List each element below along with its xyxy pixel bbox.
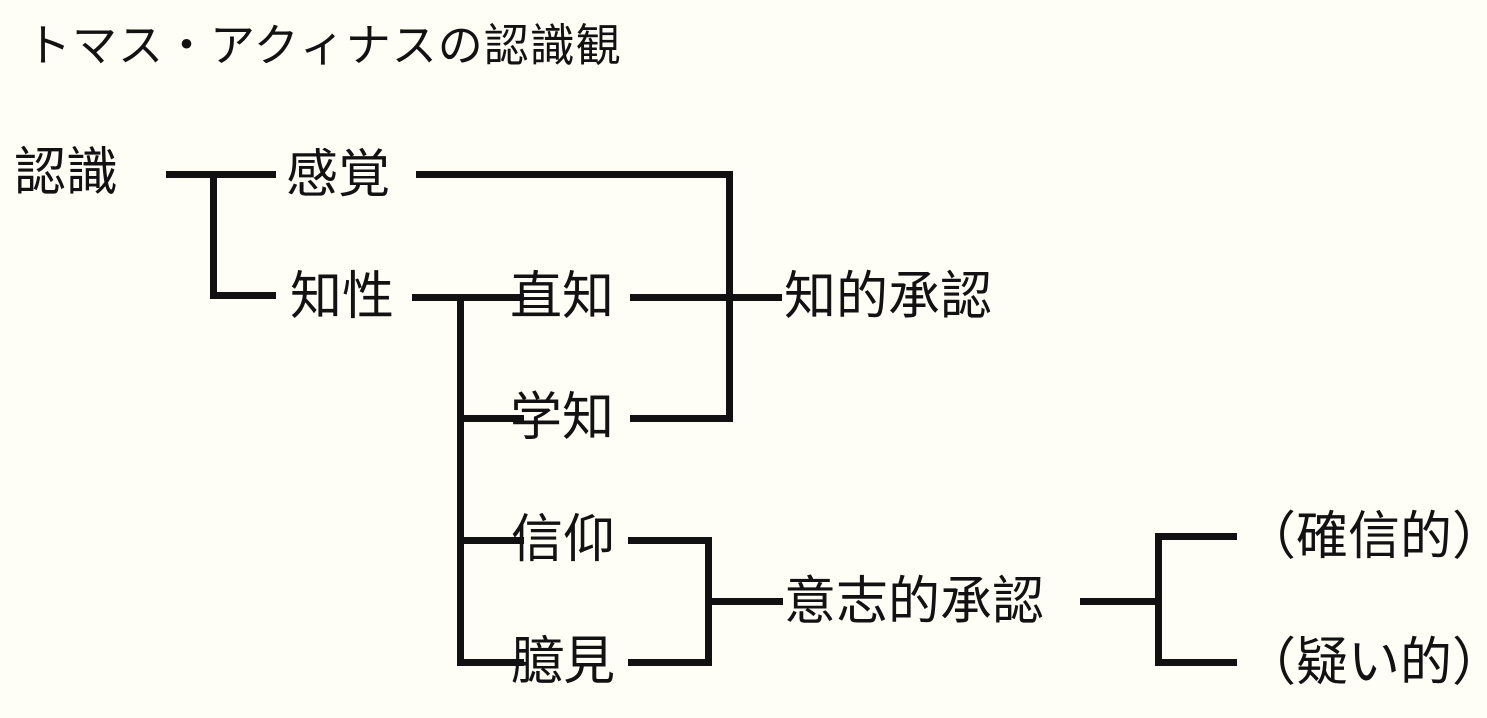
edge-chisei-spine (457, 294, 464, 666)
node-gakuchi: 学知 (510, 388, 615, 448)
node-okken: 臆見 (511, 632, 616, 692)
edge-shinkou-to-junction (628, 537, 712, 544)
node-kankaku: 感覚 (286, 145, 391, 205)
edge-chisei-to-okken (457, 659, 524, 666)
edge-chisei-to-shinkou (457, 537, 524, 544)
edge-kankaku-to-junction (416, 171, 733, 178)
page-title: トマス・アクィナスの認識観 (26, 19, 622, 72)
edge-ninshiki-trunk (166, 171, 276, 178)
node-shinkou: 信仰 (511, 510, 616, 570)
edge-junction-to-ishiteki-shounin (705, 598, 783, 605)
edge-junction-to-chiteki-shounin (726, 294, 782, 301)
edge-chisei-to-gakuchi (457, 415, 524, 422)
node-ishiteki-shounin: 意志的承認 (784, 572, 1045, 632)
edge-okken-to-junction (628, 659, 712, 666)
node-chokuchi: 直知 (510, 267, 615, 327)
edge-ninshiki-spine (210, 171, 217, 299)
edge-chisei-trunk (412, 294, 524, 301)
edge-right-bracket-spine (1155, 533, 1162, 666)
edge-gakuchi-to-junction (630, 415, 733, 422)
node-utagaiteki: （疑い的） (1244, 633, 1487, 693)
edge-ishiteki-shounin-out (1080, 598, 1161, 605)
edge-to-utagaiteki (1155, 659, 1237, 666)
edge-to-kakushinteki (1155, 533, 1237, 540)
node-chisei: 知性 (290, 267, 395, 327)
edge-chokuchi-to-junction (630, 294, 733, 301)
node-chiteki-shounin: 知的承認 (784, 267, 993, 327)
edge-ninshiki-to-chisei (210, 292, 276, 299)
node-kakushinteki: （確信的） (1244, 507, 1487, 567)
node-ninshiki: 認識 (14, 143, 119, 203)
